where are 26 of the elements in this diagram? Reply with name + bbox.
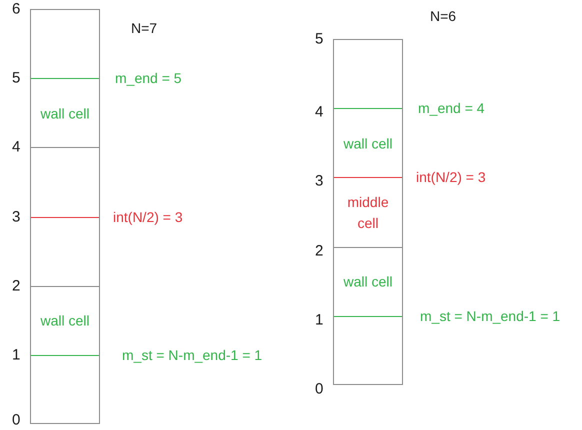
axis-tick-label: 3 xyxy=(315,172,324,190)
axis-tick-label: 1 xyxy=(315,311,324,328)
annotation: m_st = N-m_end-1 = 1 xyxy=(122,347,262,363)
annotation: int(N/2) = 3 xyxy=(113,208,183,225)
axis-tick-label: 1 xyxy=(12,346,20,364)
cell-label: wall cell xyxy=(40,103,90,124)
axis-tick-label: 4 xyxy=(12,138,20,156)
axis-tick-label: 2 xyxy=(315,242,324,260)
axis-tick-label: 4 xyxy=(315,104,324,121)
cell-label: wall cell xyxy=(343,272,392,293)
annotation: int(N/2) = 3 xyxy=(416,169,486,186)
axis-tick-label: 3 xyxy=(12,208,20,226)
cell-label: middle cell xyxy=(335,192,401,234)
column-heading: N=7 xyxy=(131,20,158,36)
axis-tick-label: 2 xyxy=(12,277,20,294)
annotation: m_end = 5 xyxy=(115,70,182,86)
axis-tick-label: 5 xyxy=(315,30,324,48)
axis-tick-label: 5 xyxy=(12,70,20,87)
cell-label: wall cell xyxy=(343,133,392,154)
column-heading: N=6 xyxy=(430,8,456,24)
axis-tick-label: 0 xyxy=(315,380,324,398)
axis-tick-label: 0 xyxy=(12,412,20,429)
axis-tick-label: 6 xyxy=(12,0,20,18)
annotation: m_st = N-m_end-1 = 1 xyxy=(420,308,560,324)
annotation: m_end = 4 xyxy=(418,100,485,116)
cell-label: wall cell xyxy=(40,310,90,332)
